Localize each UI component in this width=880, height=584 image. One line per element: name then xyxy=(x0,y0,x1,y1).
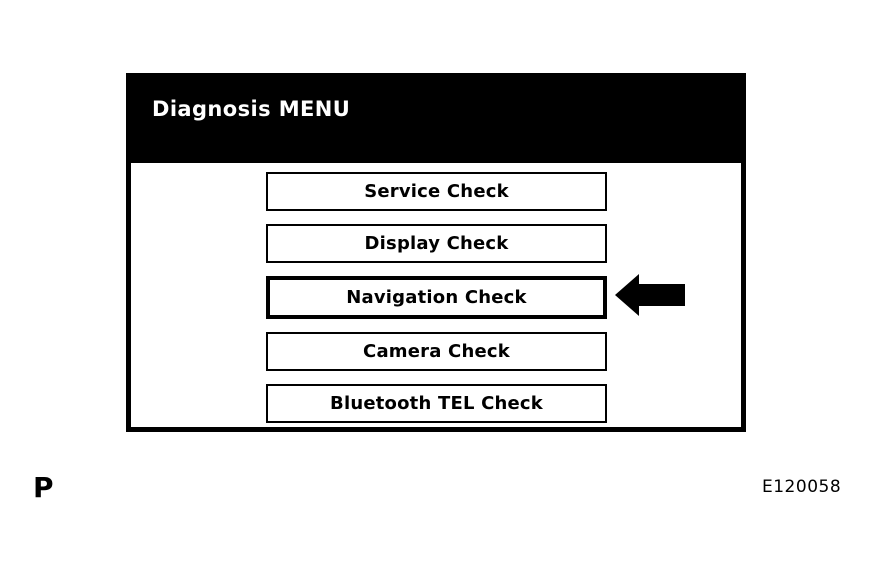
menu-item-label: Camera Check xyxy=(363,340,510,362)
arrow-left-icon xyxy=(615,274,685,316)
menu-item-camera-check[interactable]: Camera Check xyxy=(266,332,607,371)
diagnosis-menu-screen: Diagnosis MENU Service Check Display Che… xyxy=(126,73,746,432)
menu-list: Service Check Display Check Navigation C… xyxy=(266,172,607,423)
menu-item-service-check[interactable]: Service Check xyxy=(266,172,607,211)
menu-item-label: Navigation Check xyxy=(346,286,527,308)
page-mark: P xyxy=(33,471,54,504)
menu-item-label: Service Check xyxy=(364,180,509,202)
menu-item-label: Display Check xyxy=(364,232,509,254)
title-bar: Diagnosis MENU xyxy=(126,73,746,163)
figure-code: E120058 xyxy=(762,477,842,497)
menu-item-label: Bluetooth TEL Check xyxy=(330,392,543,414)
page-title: Diagnosis MENU xyxy=(152,97,351,121)
menu-item-bluetooth-tel-check[interactable]: Bluetooth TEL Check xyxy=(266,384,607,423)
menu-item-display-check[interactable]: Display Check xyxy=(266,224,607,263)
menu-item-navigation-check[interactable]: Navigation Check xyxy=(266,276,607,319)
